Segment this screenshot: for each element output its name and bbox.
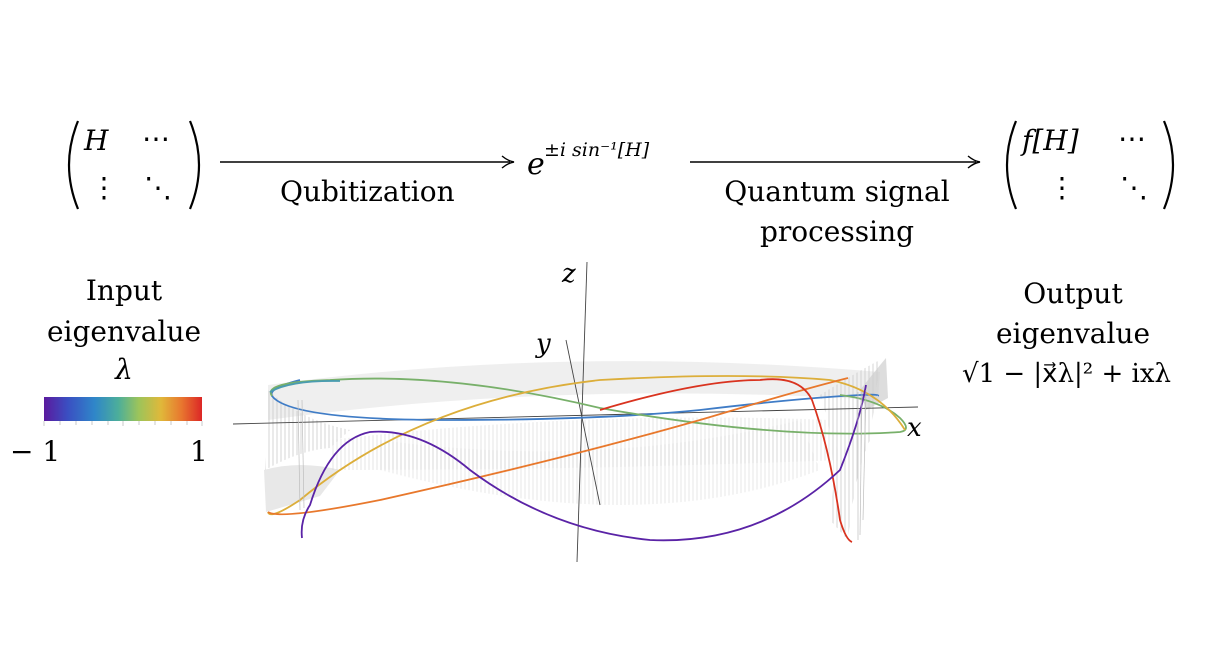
middle-expr-base: e xyxy=(527,147,545,182)
left-paren-right xyxy=(188,120,201,210)
curve-teal-top xyxy=(269,380,341,393)
middle-expr-exponent: ±i sin⁻¹[H] xyxy=(544,139,650,161)
y-axis-line xyxy=(565,339,601,506)
right-matrix-bottom-left: ⋮ xyxy=(1048,171,1076,204)
curve-green xyxy=(269,377,907,435)
right-matrix-bottom-right: ⋱ xyxy=(1120,171,1148,204)
output-label-line2: eigenvalue xyxy=(995,317,1151,350)
colorbar-max-label: 1 xyxy=(190,435,208,468)
left-matrix-bottom-left: ⋮ xyxy=(90,171,118,204)
right-curtain-lines xyxy=(297,389,867,540)
eigenvalue-curves xyxy=(267,375,907,543)
surface-right-solid xyxy=(860,358,888,410)
output-label-line1: Output xyxy=(1023,277,1123,310)
axis-label-x: x xyxy=(907,413,922,443)
curve-blue xyxy=(270,379,880,421)
surface-left xyxy=(265,390,350,470)
curve-purple xyxy=(300,384,867,542)
arrow-qubitization xyxy=(220,155,515,169)
right-paren-right xyxy=(1162,120,1175,210)
input-label-line1: Input xyxy=(85,274,163,307)
left-paren-left xyxy=(67,120,80,210)
output-formula: √1 − |x⃗λ|² + ixλ xyxy=(962,359,1172,389)
right-matrix-top-left: f[H] xyxy=(1020,124,1079,157)
arrow1-label: Qubitization xyxy=(280,175,455,208)
left-matrix-top-left: H xyxy=(83,124,109,157)
surface-sheets xyxy=(264,358,888,540)
left-matrix: H ⋯ ⋮ ⋱ xyxy=(67,120,201,210)
arrow2-label-line1: Quantum signal xyxy=(724,175,950,208)
left-matrix-bottom-right: ⋱ xyxy=(144,171,172,204)
axis-label-y: y xyxy=(535,329,551,359)
axes xyxy=(232,261,919,563)
right-matrix: f[H] ⋯ ⋮ ⋱ xyxy=(1005,120,1175,210)
right-paren-left xyxy=(1005,120,1018,210)
eigenvalue-colorbar xyxy=(43,397,203,426)
input-lambda-symbol: λ xyxy=(115,353,133,386)
colorbar-min-label: − 1 xyxy=(10,435,61,468)
surface-back xyxy=(268,361,880,420)
z-axis-line xyxy=(576,261,588,563)
curve-red xyxy=(599,378,853,543)
arrow-qsp xyxy=(690,155,981,169)
arrow2-label-line2: processing xyxy=(759,215,915,248)
surface-left-solid xyxy=(264,465,340,512)
curve-orange xyxy=(267,377,849,516)
left-matrix-top-right: ⋯ xyxy=(142,122,170,155)
input-label-line2: eigenvalue xyxy=(46,315,202,348)
right-matrix-top-right: ⋯ xyxy=(1118,122,1146,155)
x-axis-line xyxy=(232,406,919,425)
middle-expression: e ±i sin⁻¹[H] xyxy=(527,135,687,185)
axis-label-z: z xyxy=(561,259,576,289)
